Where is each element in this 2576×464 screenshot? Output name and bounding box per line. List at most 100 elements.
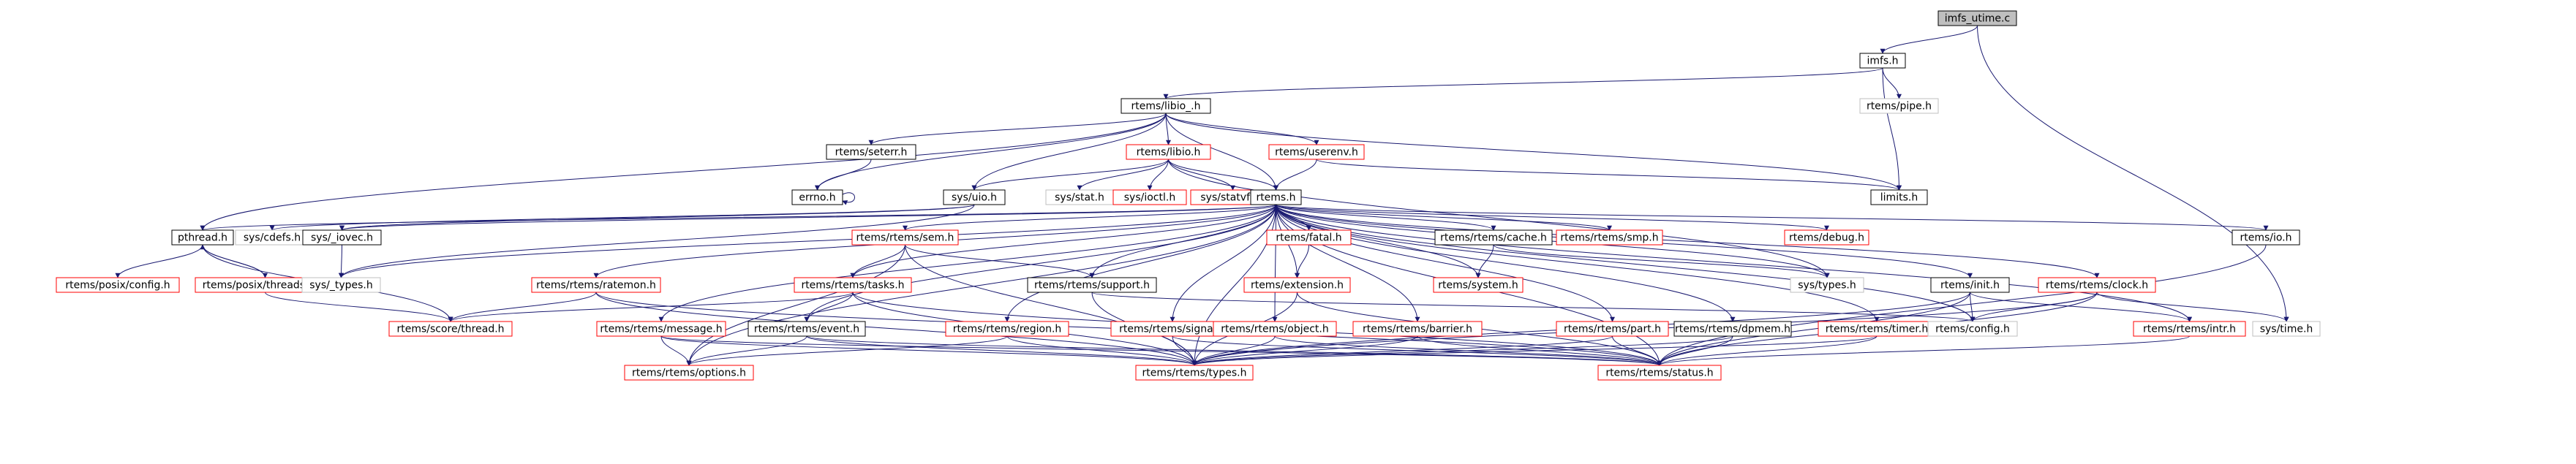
node-errno-h[interactable]: errno.h: [791, 189, 843, 205]
node-label: rtems/fatal.h: [1276, 232, 1341, 244]
node-barrier-h[interactable]: rtems/rtems/barrier.h: [1352, 321, 1483, 337]
node-libio-h[interactable]: rtems/libio.h: [1126, 144, 1211, 160]
edge-event-h-to-rtypes-h: [806, 335, 1197, 366]
node-config-h[interactable]: rtems/config.h: [1927, 321, 2018, 337]
node-intr-h[interactable]: rtems/rtems/intr.h: [2133, 321, 2246, 337]
node-sem-h[interactable]: rtems/rtems/sem.h: [851, 229, 959, 246]
node-cache-h[interactable]: rtems/rtems/cache.h: [1434, 229, 1553, 246]
node-box: [1790, 277, 1864, 293]
node-system-h[interactable]: rtems/system.h: [1433, 277, 1524, 293]
edge-rtems-h-to-fatal-h: [1276, 204, 1311, 231]
node-box: [1213, 321, 1337, 337]
node-io-h[interactable]: rtems/io.h: [2232, 229, 2300, 246]
node-label: imfs.h: [1867, 56, 1898, 67]
node-box: [1126, 144, 1211, 160]
node-label: sys/statvfs.h: [1200, 192, 1265, 204]
edge-imfs-utime-to-imfs-h: [1880, 25, 1978, 54]
node-extension-h[interactable]: rtems/extension.h: [1243, 277, 1351, 293]
edge-cache-h-to-systypes-h: [1493, 244, 1830, 278]
node-support-h[interactable]: rtems/rtems/support.h: [1027, 277, 1157, 293]
node-ioctl-h[interactable]: sys/ioctl.h: [1112, 189, 1187, 205]
node-posix-config-h[interactable]: rtems/posix/config.h: [56, 277, 180, 293]
node-imfs-h[interactable]: imfs.h: [1859, 53, 1906, 69]
node-fatal-h[interactable]: rtems/fatal.h: [1266, 229, 1352, 246]
node-smp-h[interactable]: rtems/rtems/smp.h: [1556, 229, 1663, 246]
edge-support-h-to-config-h: [1091, 292, 1976, 322]
edge-fatal-h-to-extension-h: [1295, 244, 1309, 278]
node-box: [1112, 189, 1187, 205]
node-timer-h[interactable]: rtems/rtems/timer.h: [1818, 321, 1936, 337]
node-iovec-h[interactable]: sys/_iovec.h: [302, 229, 382, 246]
edge-rtems-h-to-part-h: [1276, 204, 1615, 322]
node-box: [1556, 321, 1669, 337]
node-dpmem-h[interactable]: rtems/rtems/dpmem.h: [1673, 321, 1792, 337]
edge-io-h-to-status-h: [1657, 244, 2267, 366]
node-ratemon-h[interactable]: rtems/rtems/ratemon.h: [531, 277, 661, 293]
node-cdefs-h[interactable]: sys/cdefs.h: [235, 229, 309, 246]
node-part-h[interactable]: rtems/rtems/part.h: [1556, 321, 1669, 337]
node-systime-h[interactable]: sys/time.h: [2252, 321, 2321, 337]
node-label: sys/stat.h: [1055, 192, 1104, 204]
node-box: [1937, 10, 2017, 26]
node-debug-h[interactable]: rtems/debug.h: [1784, 229, 1869, 246]
node-box: [531, 277, 661, 293]
node-label: rtems/rtems/status.h: [1605, 368, 1713, 379]
node-thread-h[interactable]: rtems/score/thread.h: [388, 321, 513, 337]
edge-rtems-h-to-cache-h: [1276, 204, 1496, 231]
edge-libio-h-to-ioctl-h: [1147, 159, 1169, 191]
node-tasks-h[interactable]: rtems/rtems/tasks.h: [794, 277, 912, 293]
edge-imfs-h-to-pipe-h: [1882, 67, 1902, 99]
edge-dpmem-h-to-rtypes-h: [1191, 335, 1733, 366]
node-label: rtems/rtems/signal.h: [1119, 324, 1226, 335]
node-libio--h[interactable]: rtems/libio_.h: [1121, 98, 1211, 114]
node-types-sys-h[interactable]: sys/_types.h: [301, 277, 381, 293]
edge-rtems-h-to-signal-h: [1170, 204, 1276, 322]
node-pthread-h[interactable]: pthread.h: [171, 229, 234, 246]
node-userenv-h[interactable]: rtems/userenv.h: [1268, 144, 1365, 160]
edge-rtems-h-to-timer-h: [1276, 204, 1880, 322]
node-label: sys/ioctl.h: [1124, 192, 1175, 204]
node-imfs-utime[interactable]: imfs_utime.c: [1937, 10, 2017, 26]
node-label: rtems/rtems/types.h: [1142, 368, 1247, 379]
edge-threadsup-h-to-pthread-h: [200, 244, 265, 278]
node-uio-h[interactable]: sys/uio.h: [943, 189, 1006, 205]
node-clock-h[interactable]: rtems/rtems/clock.h: [2038, 277, 2156, 293]
edge-event-h-to-options-h: [686, 335, 807, 366]
edge-libio-h-to-uio-h: [971, 159, 1169, 191]
node-stat-h[interactable]: sys/stat.h: [1045, 189, 1114, 205]
node-box: [1927, 321, 2018, 337]
node-event-h[interactable]: rtems/rtems/event.h: [747, 321, 866, 337]
edge-part-h-to-rtypes-h: [1191, 335, 1613, 366]
node-label: sys/types.h: [1798, 280, 1856, 292]
edge-rtems-h-to-event-h: [804, 204, 1276, 322]
node-label: rtems/rtems/object.h: [1221, 324, 1328, 335]
node-label: rtems/rtems/sem.h: [856, 232, 954, 244]
edge-rtems-h-to-message-h: [658, 204, 1276, 322]
edge-libio--h-to-seterr-h: [868, 113, 1167, 145]
node-label: rtems/rtems/dpmem.h: [1675, 324, 1790, 335]
edge-init-h-to-status-h: [1657, 292, 1970, 366]
node-status-h[interactable]: rtems/rtems/status.h: [1597, 365, 1722, 381]
node-pipe-h[interactable]: rtems/pipe.h: [1859, 98, 1939, 114]
node-box: [1597, 365, 1722, 381]
node-label: rtems/config.h: [1935, 324, 2010, 335]
node-options-h[interactable]: rtems/rtems/options.h: [624, 365, 754, 381]
edge-sem-h-to-tasks-h: [850, 244, 905, 278]
node-signal-h[interactable]: rtems/rtems/signal.h: [1110, 321, 1235, 337]
node-rtypes-h[interactable]: rtems/rtems/types.h: [1135, 365, 1254, 381]
node-box: [2232, 229, 2300, 246]
node-systypes-h[interactable]: sys/types.h: [1790, 277, 1864, 293]
node-box: [302, 229, 382, 246]
node-seterr-h[interactable]: rtems/seterr.h: [826, 144, 916, 160]
node-threadsup-h[interactable]: rtems/posix/threadsup.h: [195, 277, 336, 293]
node-init-h[interactable]: rtems/init.h: [1930, 277, 2010, 293]
node-box: [1027, 277, 1157, 293]
node-label: sys/_types.h: [309, 280, 372, 292]
edge-rtems-h-to-debug-h: [1276, 204, 1829, 231]
node-limits-h[interactable]: limits.h: [1870, 189, 1928, 205]
node-region-h[interactable]: rtems/rtems/region.h: [945, 321, 1069, 337]
node-rtems-h[interactable]: rtems.h: [1250, 189, 1302, 205]
node-object-h[interactable]: rtems/rtems/object.h: [1213, 321, 1337, 337]
edge-sem-h-to-support-h: [905, 244, 1095, 278]
node-message-h[interactable]: rtems/rtems/message.h: [596, 321, 726, 337]
